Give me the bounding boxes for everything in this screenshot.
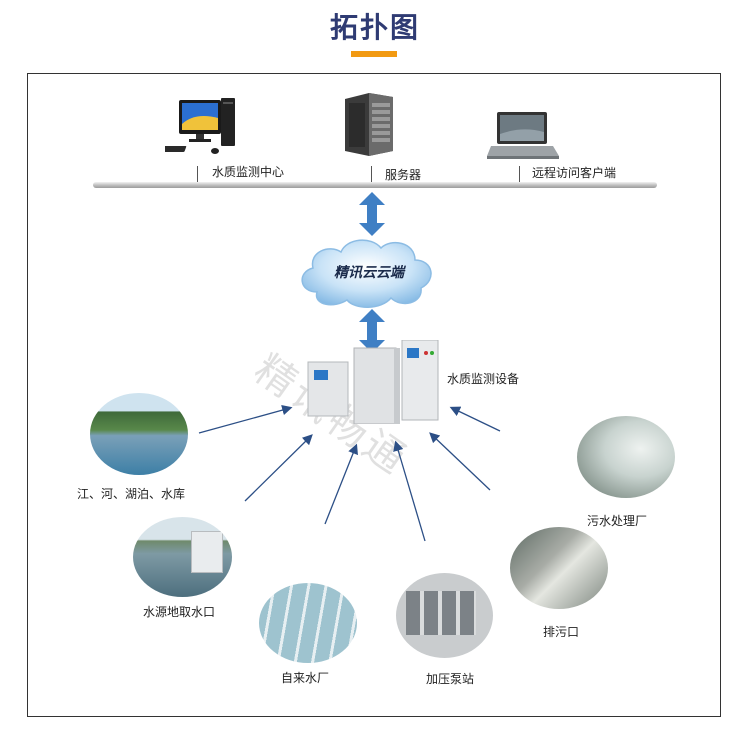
booster-label: 加压泵站 <box>426 672 475 686</box>
server-label: 服务器 <box>385 168 422 182</box>
arrow-waterworks <box>324 443 358 525</box>
intake-photo <box>133 517 232 597</box>
double-arrow-icon <box>359 192 385 236</box>
arrow-outfall <box>429 432 491 491</box>
waterworks-label: 自来水厂 <box>281 671 330 685</box>
waterworks-photo <box>259 583 357 663</box>
rivers-label: 江、河、湖泊、水库 <box>77 487 186 501</box>
equipment-label: 水质监测设备 <box>447 372 520 386</box>
rivers-photo <box>90 393 188 475</box>
laptop-icon <box>487 112 559 159</box>
separator-line <box>197 166 198 182</box>
separator-line <box>371 166 372 182</box>
outfall-photo <box>510 527 608 609</box>
intake-label: 水源地取水口 <box>143 605 216 619</box>
arrow-booster <box>393 440 426 542</box>
topology-frame <box>27 73 721 717</box>
monitoring-equipment-icon <box>307 340 439 424</box>
title-underline <box>351 51 397 57</box>
booster-photo <box>396 573 493 658</box>
cloud-icon <box>301 239 432 308</box>
server-icon <box>345 93 393 156</box>
desktop-computer-icon <box>165 98 235 154</box>
double-arrow-icon <box>359 309 385 353</box>
separator-line <box>519 166 520 182</box>
remote-client-label: 远程访问客户端 <box>532 166 617 180</box>
sewage-plant-photo <box>577 416 675 498</box>
outfall-label: 排污口 <box>543 625 580 639</box>
arrow-rivers <box>198 405 293 434</box>
page-title: 拓扑图 <box>329 11 420 44</box>
arrow-sewage <box>449 406 501 432</box>
arrow-intake <box>244 434 313 502</box>
network-bus <box>93 182 657 188</box>
sewage-plant-label: 污水处理厂 <box>587 514 648 528</box>
cloud-label: 精讯云云端 <box>334 265 404 281</box>
monitor-center-label: 水质监测中心 <box>212 165 285 179</box>
